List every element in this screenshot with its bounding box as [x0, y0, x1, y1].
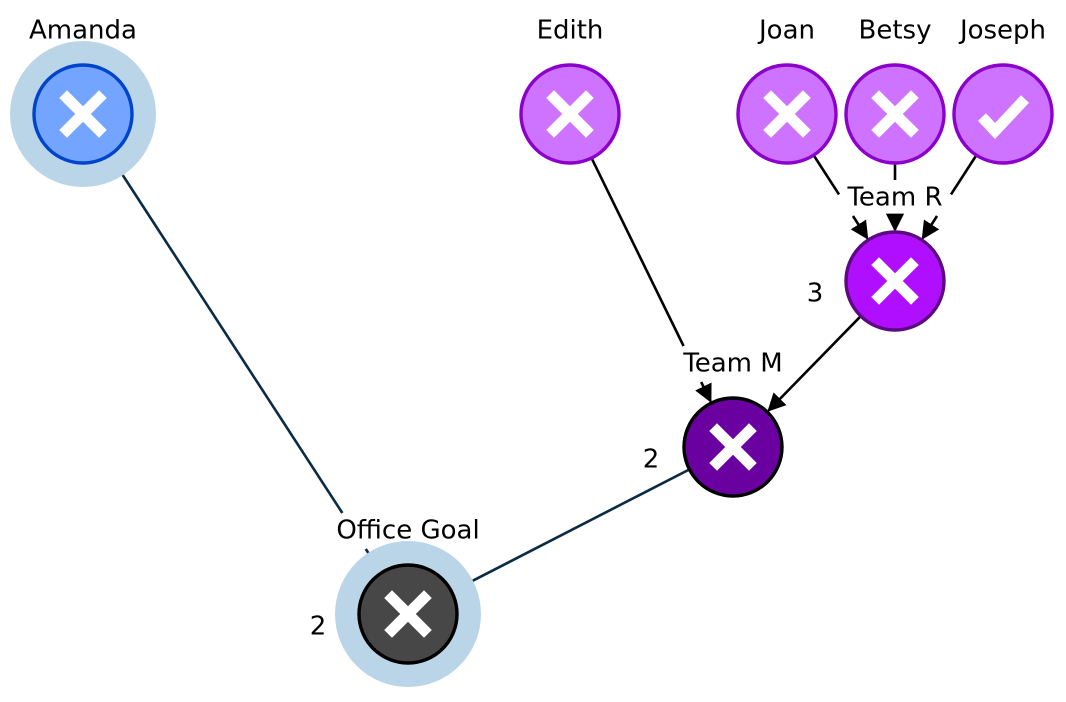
group-label-team_m: Team M [682, 349, 782, 379]
x-icon [59, 90, 107, 138]
person-name-edith: Edith [537, 16, 604, 46]
edge-team_r-to-team_m [767, 315, 862, 412]
x-icon [709, 423, 757, 471]
edge-segment [813, 155, 841, 196]
edge-segment [949, 155, 977, 196]
group-count-office_goal: 2 [310, 612, 327, 642]
edge-arrow [850, 215, 869, 240]
edges [109, 155, 977, 592]
x-icon [871, 257, 919, 305]
person-name-joseph: Joseph [958, 16, 1046, 46]
edge-segment [109, 155, 344, 514]
x-icon [763, 90, 811, 138]
group-label-office_goal: Office Goal [336, 516, 479, 546]
edge-arrow [767, 315, 862, 412]
group-count-team_m: 2 [643, 445, 660, 475]
person-node-amanda[interactable] [10, 41, 156, 187]
person-node-joseph[interactable] [952, 63, 1054, 165]
edge-arrow [695, 381, 712, 403]
group-node-team_r[interactable] [844, 230, 946, 332]
edge-joan-to-team_r [813, 155, 869, 240]
person-name-amanda: Amanda [29, 16, 137, 46]
person-name-betsy: Betsy [859, 16, 932, 46]
edge-edith-to-team_m [590, 158, 712, 403]
person-name-joan: Joan [757, 16, 815, 46]
x-icon [871, 90, 919, 138]
group-node-team_m[interactable] [682, 396, 784, 498]
person-node-joan[interactable] [736, 63, 838, 165]
edge-arrow [921, 215, 940, 240]
group-count-team_r: 3 [807, 279, 824, 309]
edge-team_m-to-office_goal [451, 468, 690, 592]
edge-arrow [451, 468, 690, 592]
x-icon [384, 590, 432, 638]
edge-amanda-to-office_goal [109, 155, 382, 573]
group-label-team_r: Team R [846, 183, 942, 213]
x-icon [546, 90, 594, 138]
group-node-office_goal[interactable] [335, 541, 481, 687]
edge-joseph-to-team_r [921, 155, 977, 240]
check-icon [977, 95, 1030, 140]
person-circle [952, 63, 1054, 165]
nodes [10, 41, 1054, 687]
person-node-betsy[interactable] [844, 63, 946, 165]
person-node-edith[interactable] [519, 63, 621, 165]
edge-segment [590, 158, 685, 347]
